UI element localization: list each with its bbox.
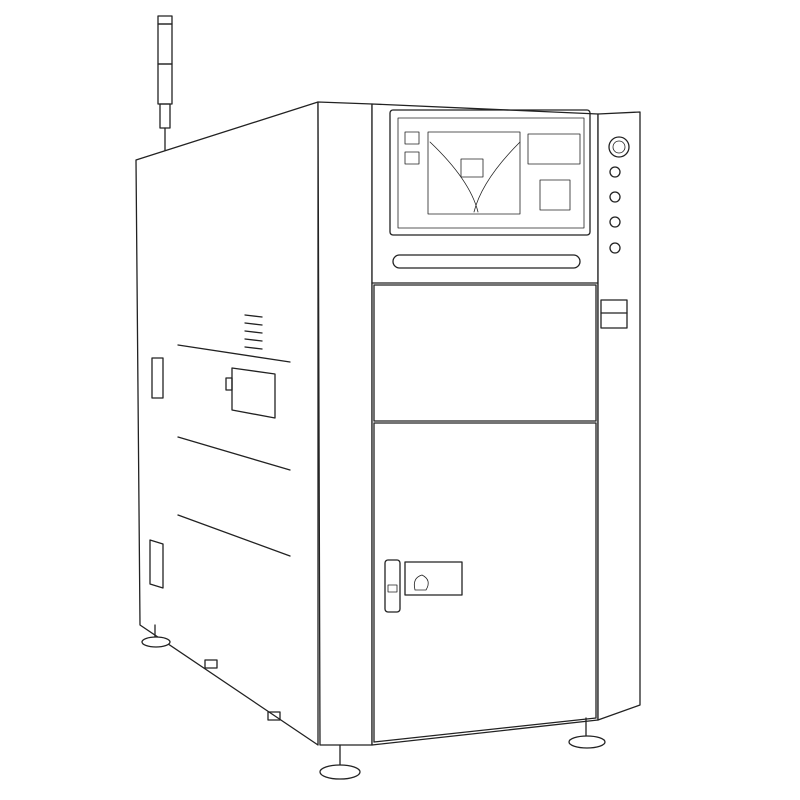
signal-tower bbox=[157, 15, 173, 153]
touch-screen[interactable] bbox=[427, 131, 521, 215]
lower-door bbox=[373, 422, 597, 743]
emergency-stop-button[interactable] bbox=[608, 136, 630, 158]
control-button-3[interactable] bbox=[609, 216, 621, 228]
control-column bbox=[597, 111, 641, 721]
control-button-2[interactable] bbox=[609, 191, 621, 203]
front-face bbox=[371, 103, 599, 746]
screen-bezel bbox=[389, 109, 591, 236]
control-button-4[interactable] bbox=[609, 242, 621, 254]
side-panel bbox=[135, 101, 319, 746]
door-handle[interactable] bbox=[392, 254, 581, 269]
power-switch[interactable] bbox=[600, 299, 628, 329]
upper-door bbox=[373, 284, 597, 422]
control-button-1[interactable] bbox=[609, 166, 621, 178]
leveling-feet bbox=[141, 624, 606, 780]
front-left-column bbox=[317, 101, 373, 746]
door-label bbox=[404, 561, 463, 596]
door-lock[interactable] bbox=[384, 559, 401, 613]
